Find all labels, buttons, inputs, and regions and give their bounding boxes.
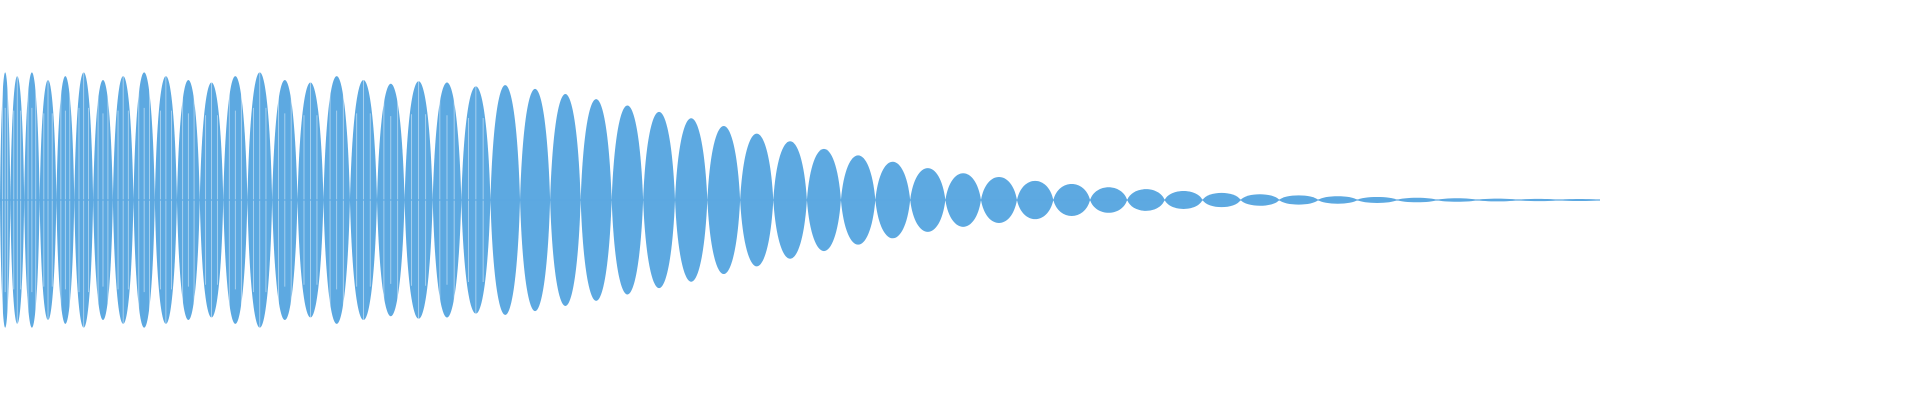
- waveform-lobes: [0, 72, 1600, 328]
